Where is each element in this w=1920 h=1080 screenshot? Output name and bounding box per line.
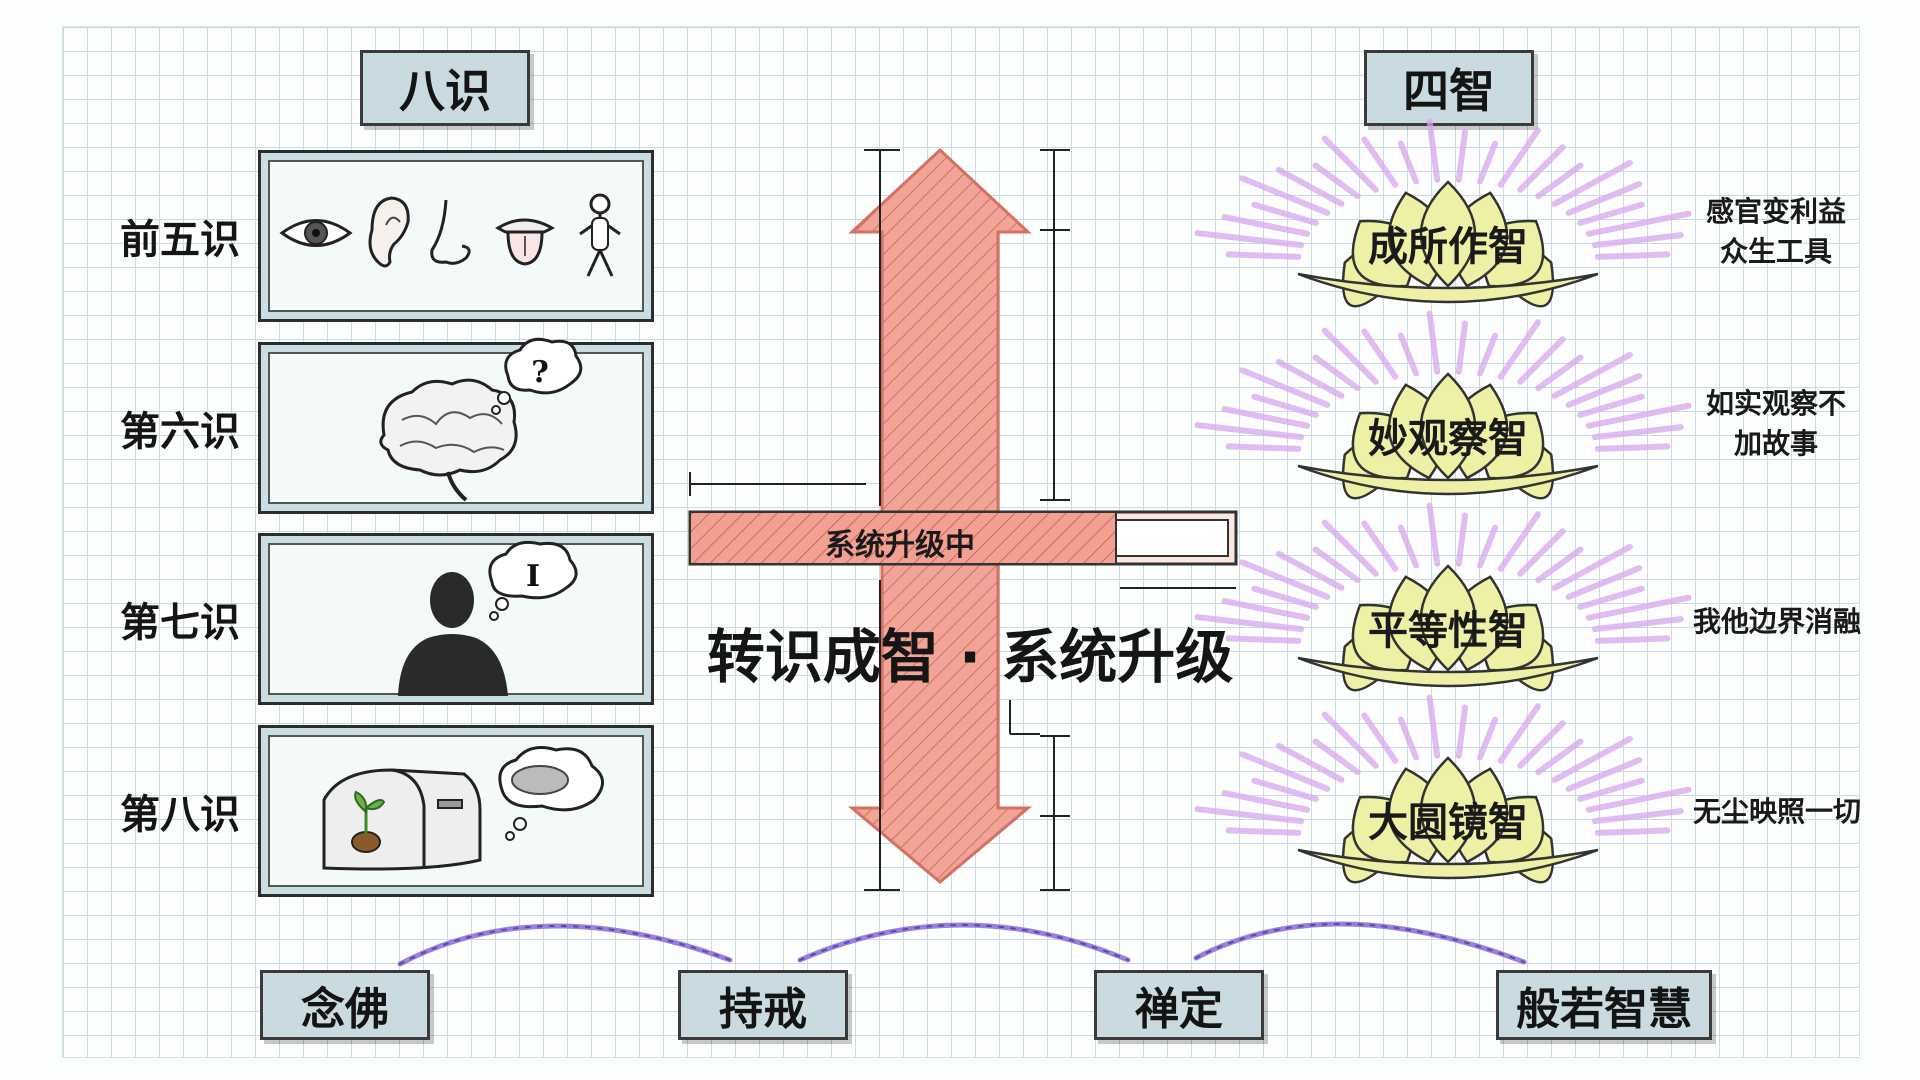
practice-connectors <box>397 921 1527 967</box>
thought-bubble-question-icon <box>491 337 583 415</box>
progress-bar-fill <box>689 511 1117 565</box>
ear-icon <box>368 196 410 268</box>
wisdom-desc-1: 感官变利益 众生工具 <box>1676 192 1876 272</box>
wisdom-desc-4-line-1: 无尘映照一切 <box>1692 795 1861 828</box>
seed-chest-icon <box>322 768 482 871</box>
system-upgrade-progress-bar <box>688 510 1238 566</box>
mouth-icon <box>495 218 556 266</box>
thought-bubble-seeds-icon <box>498 746 604 841</box>
progress-bar-label: 系统升级中 <box>825 528 975 563</box>
lotus-icon-2 <box>1194 310 1692 500</box>
practice-nianfo: 念佛 <box>260 970 430 1040</box>
wisdom-name-1: 成所作智 <box>1368 224 1528 270</box>
thought-bubble-self-icon <box>488 540 578 621</box>
wisdom-desc-2: 如实观察不 加故事 <box>1676 384 1876 464</box>
label-sixth-consciousness: 第六识 <box>120 409 240 455</box>
wisdom-name-3: 平等性智 <box>1368 608 1528 654</box>
practice-chanding: 禅定 <box>1094 970 1264 1040</box>
center-title: 转识成智 · 系统升级 <box>706 623 1234 691</box>
wisdom-name-4: 大圆镜智 <box>1368 800 1528 846</box>
dimension-lines <box>689 149 1236 891</box>
person-silhouette-icon <box>398 572 508 696</box>
label-seventh-consciousness: 第七识 <box>120 600 240 646</box>
wisdom-desc-4: 无尘映照一切 <box>1662 792 1892 832</box>
thought-question-mark: ? <box>531 355 549 390</box>
label-eighth-consciousness: 第八识 <box>120 792 240 838</box>
thought-self-letter: I <box>526 559 540 594</box>
practice-prajna: 般若智慧 <box>1496 970 1712 1040</box>
wisdom-desc-1-line-1: 感官变利益 <box>1705 195 1846 228</box>
wisdom-desc-3-line-1: 我他边界消融 <box>1692 605 1861 638</box>
wisdom-name-2: 妙观察智 <box>1368 416 1528 462</box>
wisdom-desc-3: 我他边界消融 <box>1662 602 1892 642</box>
lotus-icon-1 <box>1194 118 1692 308</box>
lotus-icon-3 <box>1194 502 1692 692</box>
wisdom-desc-1-line-2: 众生工具 <box>1719 235 1832 268</box>
label-first-five-consciousnesses: 前五识 <box>120 217 240 263</box>
lotus-icon-4 <box>1194 694 1692 884</box>
wisdom-desc-2-line-2: 加故事 <box>1733 427 1818 460</box>
practice-chijie: 持戒 <box>678 970 848 1040</box>
eye-icon <box>279 219 353 247</box>
body-icon <box>579 193 621 277</box>
nose-icon <box>430 199 471 265</box>
header-eight-consciousnesses: 八识 <box>360 50 530 126</box>
wisdom-desc-2-line-1: 如实观察不 <box>1705 387 1846 420</box>
brain-icon <box>379 378 518 502</box>
header-four-wisdoms: 四智 <box>1364 50 1534 126</box>
